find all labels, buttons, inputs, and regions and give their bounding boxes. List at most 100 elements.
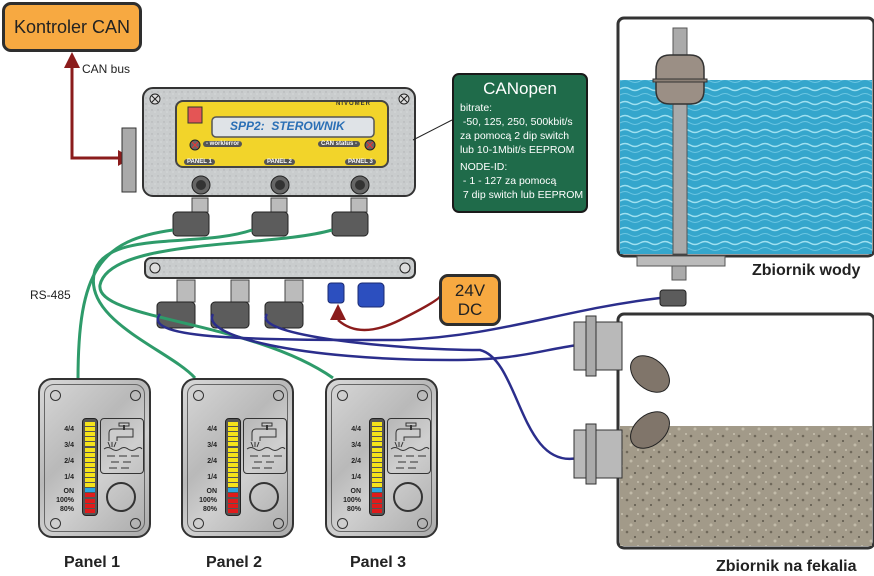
level-scale-label: 100%	[343, 497, 361, 504]
led-segment	[228, 503, 238, 508]
port-label-3: PANEL 3	[345, 159, 376, 165]
port-label-2: PANEL 2	[264, 159, 295, 165]
led-segment	[85, 422, 95, 426]
controller-device	[121, 87, 416, 237]
panel-button[interactable]	[106, 482, 136, 512]
led-segment	[372, 467, 382, 472]
can-controller-label: Kontroler CAN	[13, 16, 131, 37]
led-segment	[85, 498, 95, 503]
mounting-hole	[273, 518, 284, 529]
led-segment	[372, 488, 382, 493]
led-segment	[372, 508, 382, 513]
led-segment	[85, 447, 95, 452]
canopen-callout-line	[412, 119, 453, 141]
canopen-line: lub 10-1Mbit/s EEPROM	[460, 144, 575, 156]
led-can-status-label: CAN status -	[318, 141, 361, 147]
level-led-bar	[369, 418, 385, 516]
panel-caption-3: Panel 3	[350, 554, 407, 571]
device-title: SPP2: STEROWNIK	[230, 119, 345, 133]
led-segment	[85, 503, 95, 508]
led-segment	[372, 483, 382, 488]
led-segment	[372, 437, 382, 442]
led-segment	[228, 452, 238, 457]
rs485-label: RS-485	[30, 288, 71, 302]
mounting-hole	[193, 518, 204, 529]
level-scale-label: ON	[206, 488, 218, 495]
level-scale-label: 1/4	[207, 474, 217, 481]
led-segment	[372, 427, 382, 432]
led-segment	[228, 462, 238, 467]
canopen-info-box: CANopen bitrate: -50, 125, 250, 500kbit/…	[452, 73, 588, 213]
level-scale-label: 2/4	[64, 458, 74, 465]
panel-caption-1: Panel 1	[64, 554, 121, 571]
level-scale-label: 3/4	[351, 442, 361, 449]
water-tap-icon	[100, 418, 144, 474]
led-segment	[372, 442, 382, 447]
power-arrow	[330, 304, 346, 320]
led-segment	[85, 478, 95, 483]
sensor-wires	[156, 296, 661, 461]
led-segment	[372, 473, 382, 477]
panel-inner-border	[44, 384, 145, 532]
led-segment	[228, 483, 238, 488]
level-scale-label: ON	[63, 488, 75, 495]
mounting-hole	[50, 390, 61, 401]
level-scale-label: 4/4	[351, 426, 361, 433]
panel-inner-border	[331, 384, 432, 532]
panel-button[interactable]	[249, 482, 279, 512]
led-segment	[372, 432, 382, 437]
led-segment	[85, 462, 95, 467]
level-scale-label: 1/4	[351, 474, 361, 481]
led-segment	[228, 437, 238, 442]
led-segment	[228, 442, 238, 447]
water-tank-caption: Zbiornik wody	[752, 262, 861, 279]
mounting-hole	[130, 390, 141, 401]
led-segment	[372, 462, 382, 467]
mounting-hole	[193, 390, 204, 401]
led-segment	[85, 437, 95, 442]
mounting-hole	[50, 518, 61, 529]
level-scale-label: 100%	[56, 497, 74, 504]
led-segment	[85, 467, 95, 472]
mounting-hole	[273, 390, 284, 401]
mounting-hole	[337, 390, 348, 401]
led-segment	[228, 427, 238, 432]
led-segment	[85, 442, 95, 447]
can-bus-wire	[70, 66, 128, 160]
level-scale-label: ON	[350, 488, 362, 495]
level-scale-label: 4/4	[207, 426, 217, 433]
water-tank	[616, 16, 874, 307]
led-segment	[372, 493, 382, 498]
led-segment	[372, 457, 382, 462]
led-segment	[85, 508, 95, 513]
level-scale-label: 80%	[59, 506, 74, 513]
sewage-tank-caption: Zbiornik na fekalia	[716, 558, 857, 575]
led-segment	[85, 473, 95, 477]
led-segment	[228, 432, 238, 437]
led-segment	[372, 503, 382, 508]
panel-button[interactable]	[393, 482, 423, 512]
level-scale-label: 2/4	[351, 458, 361, 465]
power-wire	[337, 295, 442, 332]
junction-strip	[144, 257, 416, 329]
panel-caption-2: Panel 2	[206, 554, 263, 571]
led-segment	[228, 422, 238, 426]
can-bus-label: CAN bus	[82, 62, 131, 76]
led-segment	[228, 498, 238, 503]
port-connector-3	[350, 175, 370, 195]
device-brand: NIVOMER	[336, 101, 372, 107]
sewage-tank	[573, 312, 874, 550]
water-tap-icon	[387, 418, 431, 474]
level-scale-label: 3/4	[207, 442, 217, 449]
led-segment	[372, 498, 382, 503]
canopen-title: CANopen	[483, 79, 557, 98]
power-line-1: 24V	[454, 281, 486, 300]
power-supply-box: 24V DC	[439, 274, 501, 326]
led-segment	[85, 432, 95, 437]
led-segment	[85, 427, 95, 432]
can-controller-box: Kontroler CAN	[2, 2, 142, 52]
level-scale-label: 100%	[199, 497, 217, 504]
